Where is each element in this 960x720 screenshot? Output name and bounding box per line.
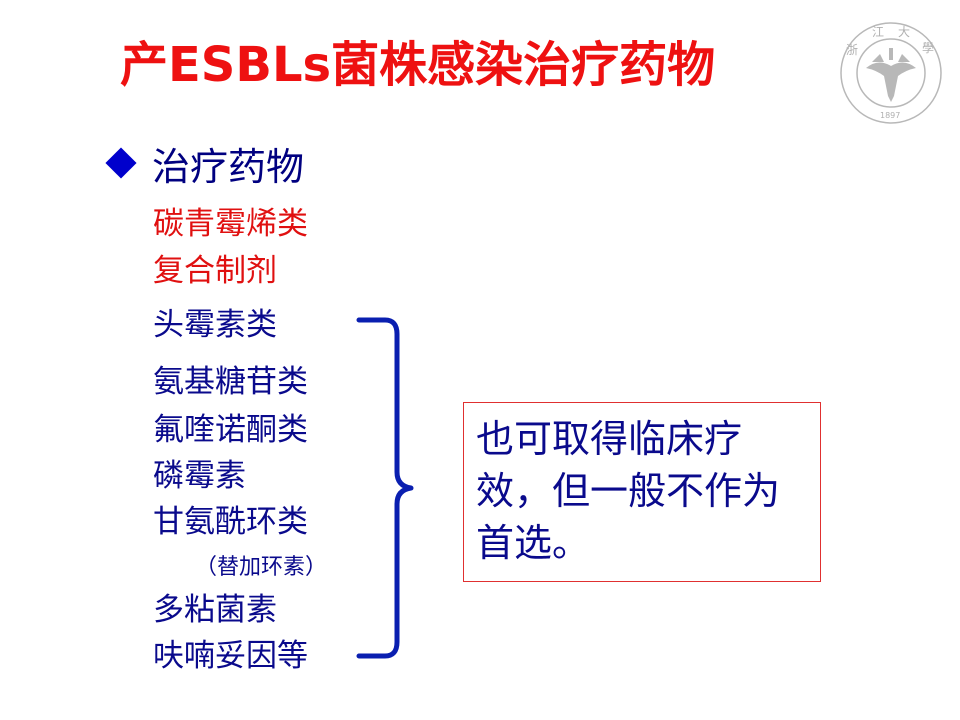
svg-text:1897: 1897	[880, 111, 900, 120]
section-heading: 治疗药物	[152, 144, 305, 189]
svg-text:江: 江	[872, 25, 884, 39]
heading-row: 治疗药物	[102, 137, 304, 189]
drug-item-red: 碳青霉烯类	[153, 206, 308, 242]
svg-text:浙: 浙	[846, 43, 858, 57]
svg-text:大: 大	[898, 25, 910, 39]
drug-item-blue: 多粘菌素	[153, 592, 277, 628]
curly-brace-icon	[356, 317, 414, 659]
zhejiang-university-logo-icon: 浙 江 大 學 1897	[840, 22, 942, 124]
note-box-text: 也可取得临床疗效，但一般不作为首选。	[476, 417, 781, 565]
drug-item-red: 复合制剂	[153, 253, 277, 289]
drug-item-blue: 氨基糖苷类	[153, 364, 308, 400]
drug-item-blue: 磷霉素	[153, 458, 246, 494]
slide-title: 产ESBLs菌株感染治疗药物	[120, 37, 716, 93]
drug-item-blue: 呋喃妥因等	[153, 638, 308, 674]
drug-item-blue: 甘氨酰环类	[153, 504, 308, 540]
drug-note: （替加环素）	[195, 555, 328, 580]
note-box: 也可取得临床疗效，但一般不作为首选。	[463, 402, 821, 582]
drug-item-blue: 氟喹诺酮类	[153, 412, 308, 448]
svg-text:學: 學	[922, 41, 934, 55]
drug-item-blue: 头霉素类	[153, 307, 277, 343]
diamond-bullet-icon	[105, 147, 137, 179]
